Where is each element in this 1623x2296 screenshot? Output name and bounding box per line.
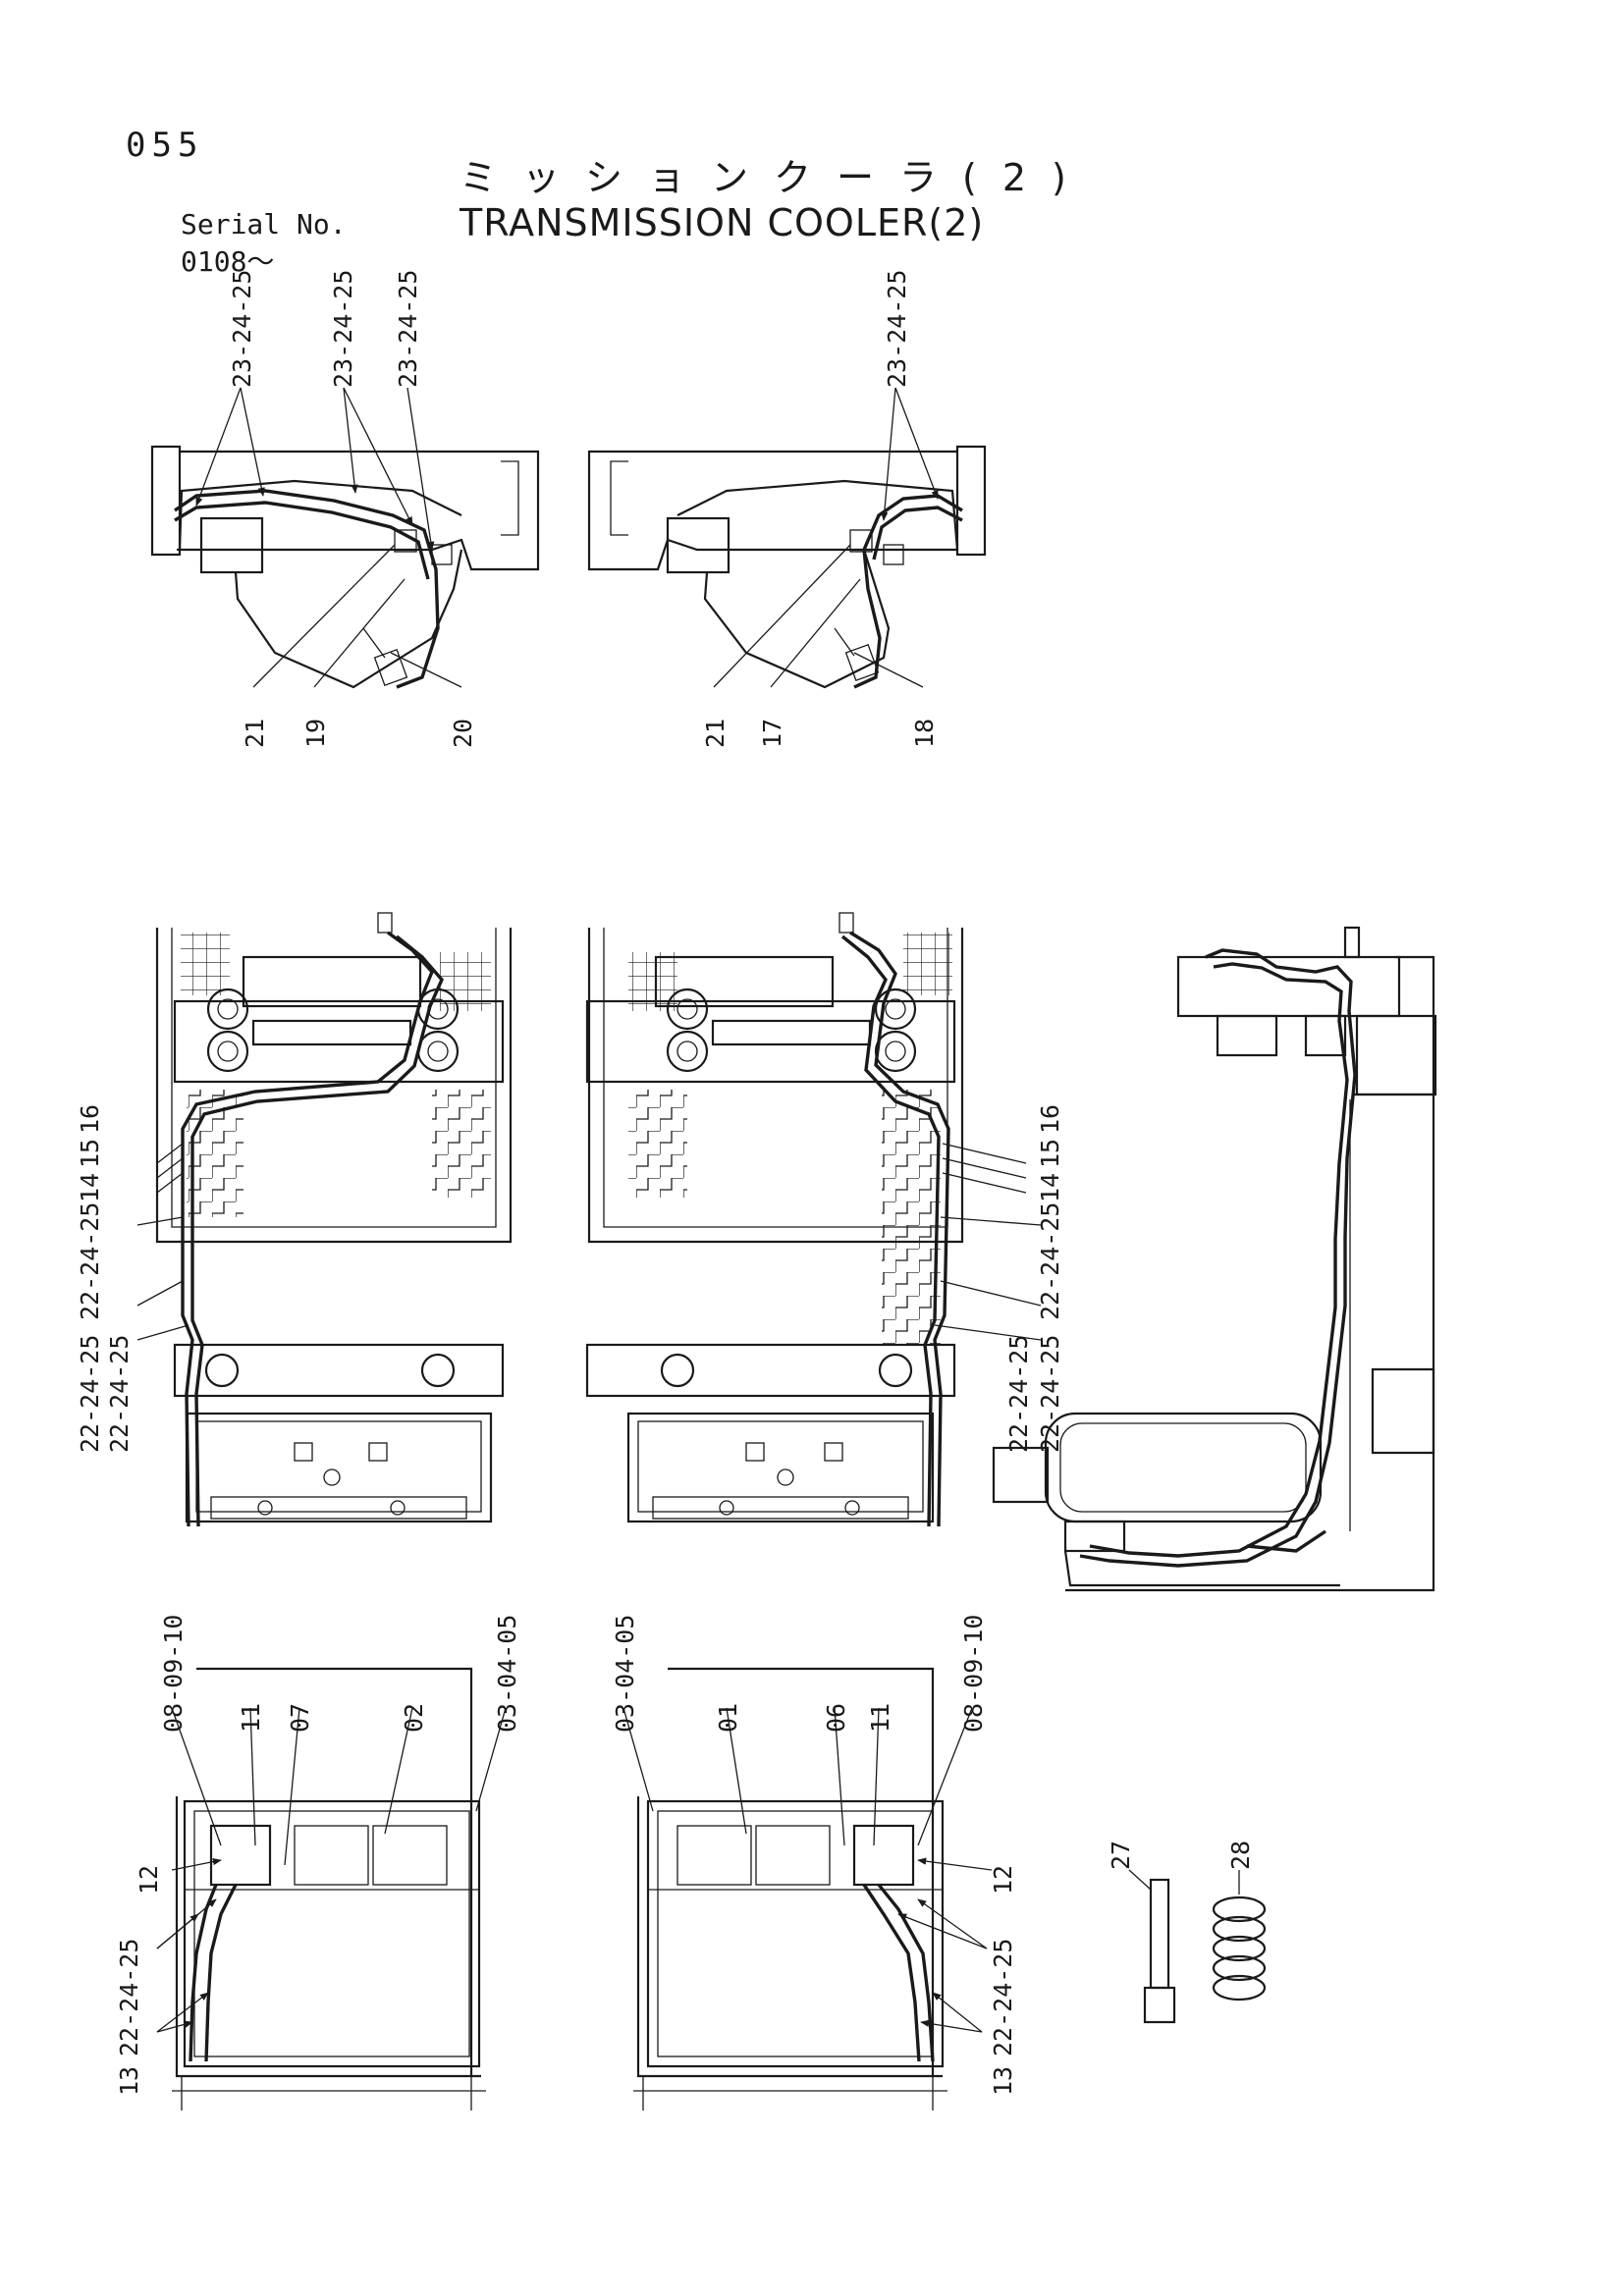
serial-number-label: Serial No. (181, 208, 347, 240)
page-title-japanese: ミッションクーラ(2) (460, 156, 1092, 199)
callout-top-right-21: 21 (701, 719, 730, 748)
callout-bot-left-12: 12 (135, 1865, 163, 1895)
leader-lines (136, 387, 1240, 2033)
page-title: TRANSMISSION COOLER(2) (460, 201, 985, 244)
callout-mid-right-a: 22-24-25 (1036, 1202, 1064, 1320)
callout-bot-left-08-09-10: 08-09-10 (159, 1615, 188, 1733)
callout-bot-left-13: 13 (115, 2066, 143, 2096)
view-middle-left (155, 912, 513, 1527)
page-number: 055 (126, 126, 204, 165)
callout-top-right-a: 23-24-25 (883, 270, 911, 388)
callout-mid-left-a: 22-24-25 (76, 1202, 104, 1320)
callout-bot-right-01: 01 (714, 1703, 742, 1733)
callout-part-28: 28 (1226, 1841, 1255, 1870)
view-bottom-left (172, 1667, 486, 2110)
callout-mid-right-b: 22-24-25 (1036, 1335, 1064, 1453)
part-28-clip (1212, 1896, 1267, 2002)
callout-mid-right-16: 16 (1036, 1104, 1064, 1134)
view-middle-center (585, 912, 964, 1527)
callout-bot-left-07: 07 (286, 1703, 314, 1733)
callout-top-left-c: 23-24-25 (394, 270, 422, 388)
callout-mid-left-b: 22-24-25 (76, 1335, 104, 1453)
serial-number-range: 0108～ (181, 245, 275, 278)
callout-part-27: 27 (1107, 1841, 1135, 1870)
callout-bot-left-03-04-05: 03-04-05 (493, 1615, 521, 1733)
callout-top-left-21: 21 (241, 719, 269, 748)
part-27-buckle (1143, 1986, 1176, 2024)
callout-bot-right-08-09-10: 08-09-10 (959, 1615, 988, 1733)
callout-labels: 23-24-25 23-24-25 23-24-25 21 19 20 23-2… (76, 270, 1255, 2096)
callout-bot-left-22-24-25: 22-24-25 (115, 1939, 143, 2056)
callout-top-right-17: 17 (758, 719, 786, 748)
callout-top-left-19: 19 (301, 719, 330, 748)
callout-mid-right-15: 15 (1036, 1139, 1064, 1168)
callout-mid-left-c: 22-24-25 (105, 1335, 134, 1453)
callout-bot-left-02: 02 (400, 1703, 428, 1733)
callout-mid-right-14: 14 (1036, 1173, 1064, 1202)
part-27-strap (1149, 1878, 1170, 1990)
callout-bot-right-22-24-25: 22-24-25 (989, 1939, 1017, 2056)
callout-top-left-a: 23-24-25 (228, 270, 256, 388)
callout-bot-left-11: 11 (237, 1703, 265, 1733)
callout-mid-left-16: 16 (76, 1104, 104, 1134)
callout-top-left-b: 23-24-25 (329, 270, 357, 388)
view-top-left (150, 445, 540, 689)
view-middle-right-side (992, 926, 1437, 1592)
loose-parts (1143, 1878, 1267, 2024)
callout-mid-left-15: 15 (76, 1139, 104, 1168)
callout-bot-right-12: 12 (989, 1865, 1017, 1895)
callout-bot-right-03-04-05: 03-04-05 (611, 1615, 639, 1733)
callout-bot-right-11: 11 (866, 1703, 894, 1733)
view-bottom-center (633, 1667, 947, 2110)
callout-top-right-18: 18 (910, 719, 939, 748)
callout-mid-right-c: 22-24-25 (1004, 1335, 1033, 1453)
callout-top-left-20: 20 (449, 719, 477, 748)
callout-bot-right-06: 06 (822, 1703, 850, 1733)
callout-bot-right-13: 13 (989, 2066, 1017, 2096)
view-top-right (587, 445, 987, 689)
callout-mid-left-14: 14 (76, 1173, 104, 1202)
